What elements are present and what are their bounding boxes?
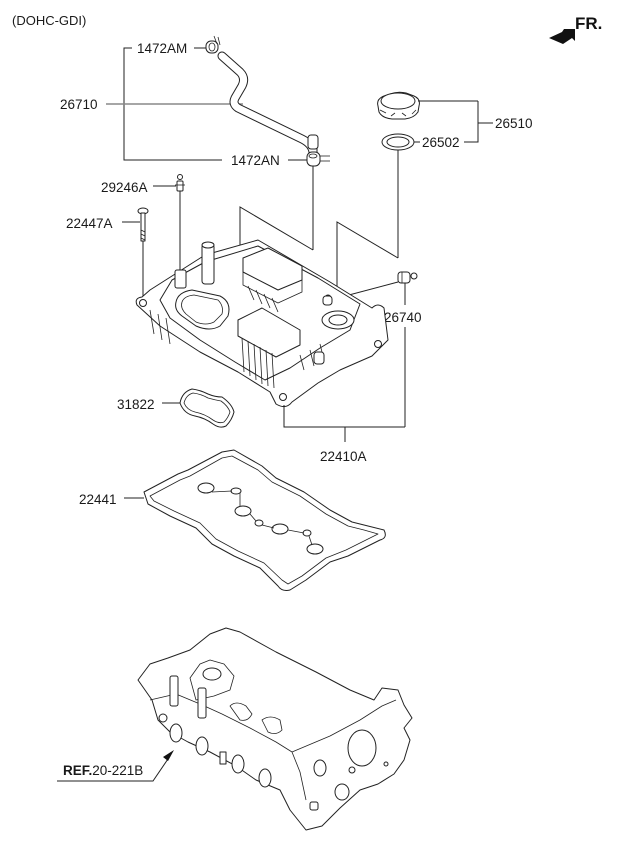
- arrow-icon: [163, 750, 174, 761]
- part-number-label: 26740: [384, 310, 422, 325]
- part-1472AM[interactable]: 1472AM: [137, 35, 221, 56]
- breather-hose-icon: [217, 51, 319, 157]
- reference-cylinder-head[interactable]: REF.20-221B: [57, 627, 413, 831]
- part-number-label: 1472AM: [137, 41, 187, 56]
- part-number-label: 31822: [117, 397, 155, 412]
- pcv-valve-icon: [397, 271, 418, 284]
- front-label: FR.: [575, 14, 602, 33]
- hose-clamp-icon: [306, 151, 330, 167]
- stud-icon: [175, 174, 185, 192]
- cap-gasket-icon: [381, 133, 415, 151]
- gasket-icon: [179, 388, 235, 428]
- front-direction-indicator: FR.: [549, 14, 602, 44]
- part-number-label: 26510: [495, 116, 533, 131]
- cover-gasket-icon: [143, 449, 386, 591]
- part-number-label: 22410A: [320, 449, 367, 464]
- part-22441[interactable]: 22441: [79, 449, 386, 591]
- part-26510[interactable]: 26510: [377, 91, 533, 143]
- part-31822[interactable]: 31822: [117, 388, 235, 428]
- part-number-label: 22441: [79, 492, 117, 507]
- cylinder-head-icon: [137, 627, 413, 831]
- variant-label: (DOHC-GDI): [12, 13, 86, 28]
- front-arrow-icon: [549, 29, 575, 44]
- part-number-label: 29246A: [101, 180, 148, 195]
- hose-clamp-icon: [205, 35, 221, 54]
- part-26710[interactable]: 26710: [60, 51, 319, 157]
- part-number-label: 22447A: [66, 216, 113, 231]
- part-29246A[interactable]: 29246A: [101, 174, 185, 271]
- part-number-label: 1472AN: [231, 153, 280, 168]
- part-26740[interactable]: 26740: [329, 271, 422, 427]
- part-number-label: 26502: [422, 135, 460, 150]
- svg-text:REF.20-221B: REF.20-221B: [63, 763, 143, 778]
- part-22410A[interactable]: 22410A: [135, 239, 405, 464]
- bolt-icon: [137, 207, 149, 242]
- reference-prefix: REF.: [63, 763, 92, 778]
- oil-filler-cap-icon: [377, 91, 420, 120]
- part-22447A[interactable]: 22447A: [66, 207, 149, 300]
- rocker-cover-icon: [135, 239, 389, 408]
- reference-label: REF.20-221B: [57, 750, 174, 782]
- part-26502[interactable]: 26502: [381, 133, 460, 258]
- part-1472AN[interactable]: 1472AN: [231, 151, 330, 250]
- part-number-label: 26710: [60, 97, 98, 112]
- reference-number: 20-221B: [92, 763, 143, 778]
